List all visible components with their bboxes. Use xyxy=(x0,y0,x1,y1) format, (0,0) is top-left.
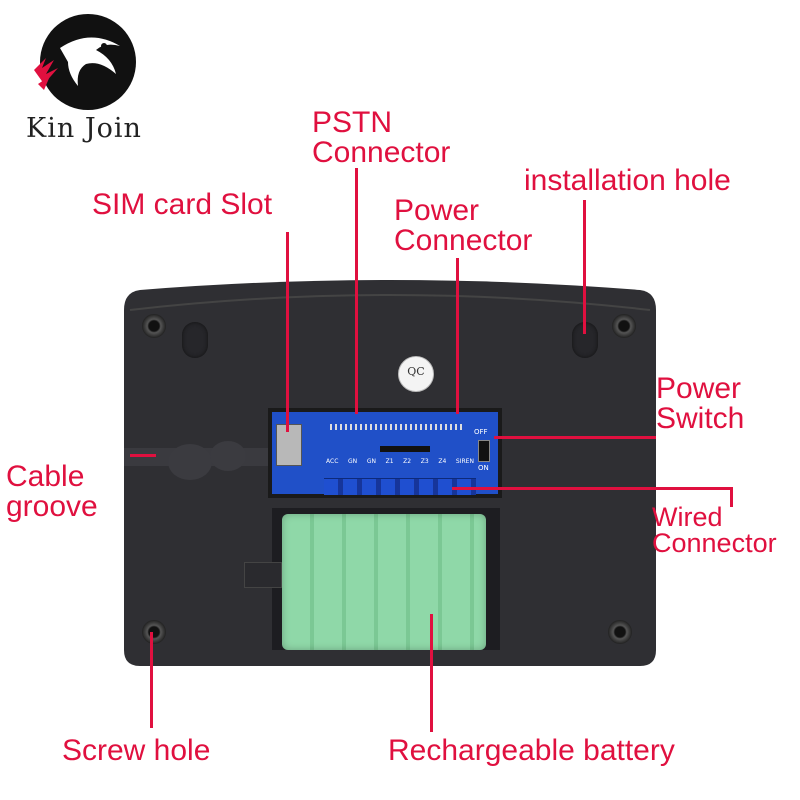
callout-line-battery xyxy=(430,614,433,732)
callout-line-wired-connector xyxy=(452,487,732,490)
callout-pstn-line2: Connector xyxy=(312,136,451,169)
screw-hole-top-right xyxy=(612,314,636,338)
terminal-label: GN xyxy=(366,458,376,465)
siren-label: SIREN xyxy=(455,458,474,465)
battery-tab xyxy=(244,562,282,588)
callout-wired-connector: Wired Connector xyxy=(652,502,777,558)
callout-wired-connector-line1: Wired xyxy=(652,502,723,532)
brand-logo xyxy=(20,8,150,158)
pin-header xyxy=(330,424,462,430)
callout-line-power-switch xyxy=(494,436,656,439)
terminal-label: Z1 xyxy=(385,458,394,465)
brand-name: Kin Join xyxy=(26,113,142,144)
callout-line-sim xyxy=(286,232,289,432)
screw-hole-bottom-right xyxy=(608,620,632,644)
callout-line-screw-hole xyxy=(150,632,153,728)
terminal-label: ACC xyxy=(326,458,339,465)
callout-sim-card-slot: SIM card Slot xyxy=(92,188,273,221)
callout-screw-hole: Screw hole xyxy=(62,734,211,767)
callout-power-switch-line2: Switch xyxy=(656,402,745,435)
installation-hole-left xyxy=(182,322,208,358)
callout-cable-groove: Cable groove xyxy=(6,462,98,522)
callout-power-connector: Power Connector xyxy=(394,196,532,256)
eagle-logo-icon xyxy=(34,14,136,110)
terminal-label-row: ACC GN GN Z1 Z2 Z3 Z4 SIREN xyxy=(326,458,474,472)
callout-line-pstn xyxy=(355,168,358,414)
callout-cable-groove-line2: groove xyxy=(6,490,98,523)
callout-cable-groove-line1: Cable xyxy=(6,460,85,493)
callout-wired-connector-line2: Connector xyxy=(652,528,777,558)
terminal-label: Z4 xyxy=(438,458,447,465)
callout-power-connector-line1: Power xyxy=(394,194,480,227)
qc-text: QC xyxy=(407,365,425,378)
screw-hole-top-left xyxy=(142,314,166,338)
callout-power-switch: Power Switch xyxy=(656,374,744,434)
callout-power-connector-line2: Connector xyxy=(394,224,533,257)
callout-pstn-line1: PSTN xyxy=(312,106,393,139)
pcb-chip xyxy=(380,446,430,452)
pcb-board: ACC GN GN Z1 Z2 Z3 Z4 SIREN OFF ON xyxy=(268,408,502,498)
qc-sticker: QC xyxy=(398,356,434,392)
callout-line-wired-connector-drop xyxy=(730,487,733,507)
callout-installation-hole: installation hole xyxy=(524,164,731,197)
terminal-label: Z3 xyxy=(420,458,429,465)
callout-pstn-connector: PSTN Connector xyxy=(312,108,450,168)
callout-line-power-connector xyxy=(456,258,459,414)
callout-power-switch-line1: Power xyxy=(656,372,742,405)
sim-card-slot[interactable] xyxy=(276,424,302,466)
power-switch-on-label: ON xyxy=(478,464,489,472)
power-switch-off-label: OFF xyxy=(474,428,488,436)
terminal-label: GN xyxy=(348,458,358,465)
rechargeable-battery xyxy=(282,514,486,650)
callout-rechargeable-battery: Rechargeable battery xyxy=(388,734,675,767)
terminal-label: Z2 xyxy=(403,458,412,465)
power-switch[interactable] xyxy=(478,440,490,462)
callout-line-installation-hole xyxy=(583,200,586,334)
terminal-block[interactable] xyxy=(324,478,476,495)
screw-hole-bottom-left xyxy=(142,620,166,644)
callout-line-cable-groove xyxy=(130,454,156,457)
